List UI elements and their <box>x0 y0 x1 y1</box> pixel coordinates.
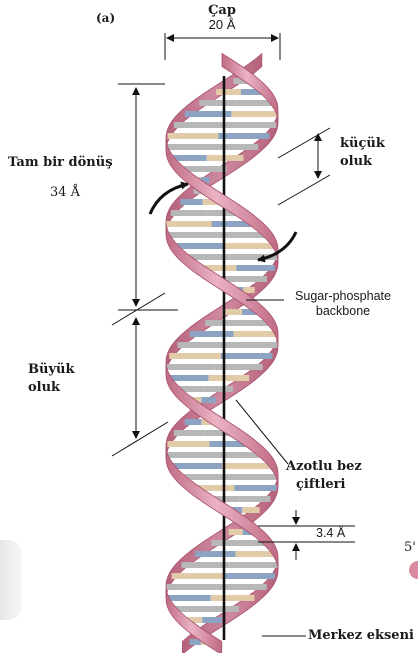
base-pair-half <box>218 133 269 139</box>
base-pair-half <box>195 551 235 557</box>
base-pair-half <box>202 617 222 623</box>
base-pair-half <box>228 342 278 348</box>
base-pairs-label-line2: çiftleri <box>296 478 345 492</box>
five-prime-fragment: 5' <box>404 541 416 555</box>
base-pair-half <box>206 606 240 612</box>
base-pair-half <box>190 331 234 337</box>
base-pair-half <box>230 562 278 568</box>
base-pairs-label-line1: Azotlu bez <box>286 460 362 474</box>
backbone-label-line2: backbone <box>284 305 402 318</box>
base-pair-half <box>185 419 202 425</box>
base-pair-half <box>214 364 262 370</box>
base-pair-half <box>199 100 236 106</box>
diameter-value: 20 Å <box>188 18 256 32</box>
base-pair-half <box>168 375 209 381</box>
base-pair-half <box>234 485 276 491</box>
base-pair-half <box>174 430 205 436</box>
base-pair-half <box>178 342 228 348</box>
full-turn-dimension <box>118 84 178 310</box>
full-turn-value: 34 Å <box>50 186 80 200</box>
base-pair-half <box>172 573 224 579</box>
base-pair-half <box>167 595 211 601</box>
base-pair-half <box>212 144 258 150</box>
base-pair-half <box>222 463 274 469</box>
base-pair-half <box>201 397 216 403</box>
base-pair-half <box>166 364 214 370</box>
base-pair-half <box>241 276 267 282</box>
base-pair-half <box>242 507 259 513</box>
minor-groove-label-line1: küçük <box>340 137 385 151</box>
base-pair-half <box>239 496 270 502</box>
rise-label: 3.4 Å <box>316 527 345 540</box>
base-pair-half <box>166 221 211 227</box>
base-pair-half <box>229 474 278 480</box>
major-groove-label-line2: oluk <box>28 381 60 395</box>
base-pair-half <box>182 562 230 568</box>
base-pair-half <box>167 441 209 447</box>
minor-groove-dimension <box>278 128 330 205</box>
edge-fragment-shape <box>409 561 418 579</box>
central-axis-label: Merkez ekseni <box>308 629 414 643</box>
base-pair-half <box>171 210 206 216</box>
base-pair-half <box>174 122 225 128</box>
major-groove-dimension <box>112 293 168 456</box>
base-pair-half <box>216 89 241 95</box>
base-pair-half <box>224 243 275 249</box>
base-pair-half <box>236 551 276 557</box>
base-pair-half <box>223 573 275 579</box>
base-pair-half <box>209 375 250 381</box>
base-pair-half <box>229 529 243 535</box>
base-pair-half <box>166 452 215 458</box>
base-pair-half <box>236 265 275 271</box>
base-pair-half <box>225 122 276 128</box>
base-pair-half <box>167 584 217 590</box>
minor-groove-label-line2: oluk <box>340 155 372 169</box>
base-pair-half <box>234 331 278 337</box>
base-pair-half <box>211 595 255 601</box>
base-pair-half <box>204 386 233 392</box>
full-turn-title: Tam bir dönüş <box>8 156 113 170</box>
major-groove-label-line1: Büyük <box>28 363 74 377</box>
base-pair-half <box>205 320 238 326</box>
base-pair-half <box>231 111 278 117</box>
base-pair-half <box>170 463 222 469</box>
base-pair-half <box>166 144 212 150</box>
edge-shadow <box>0 540 22 620</box>
base-pair-half <box>169 353 221 359</box>
diameter-title: Çap <box>188 4 256 18</box>
base-pair-half <box>180 199 202 205</box>
base-pair-half <box>167 232 218 238</box>
base-pair-half <box>168 133 219 139</box>
base-pair-half <box>211 540 240 546</box>
panel-label: (a) <box>96 12 115 25</box>
backbone-label-line1: Sugar-phosphate <box>284 290 402 303</box>
base-pair-half <box>221 353 273 359</box>
